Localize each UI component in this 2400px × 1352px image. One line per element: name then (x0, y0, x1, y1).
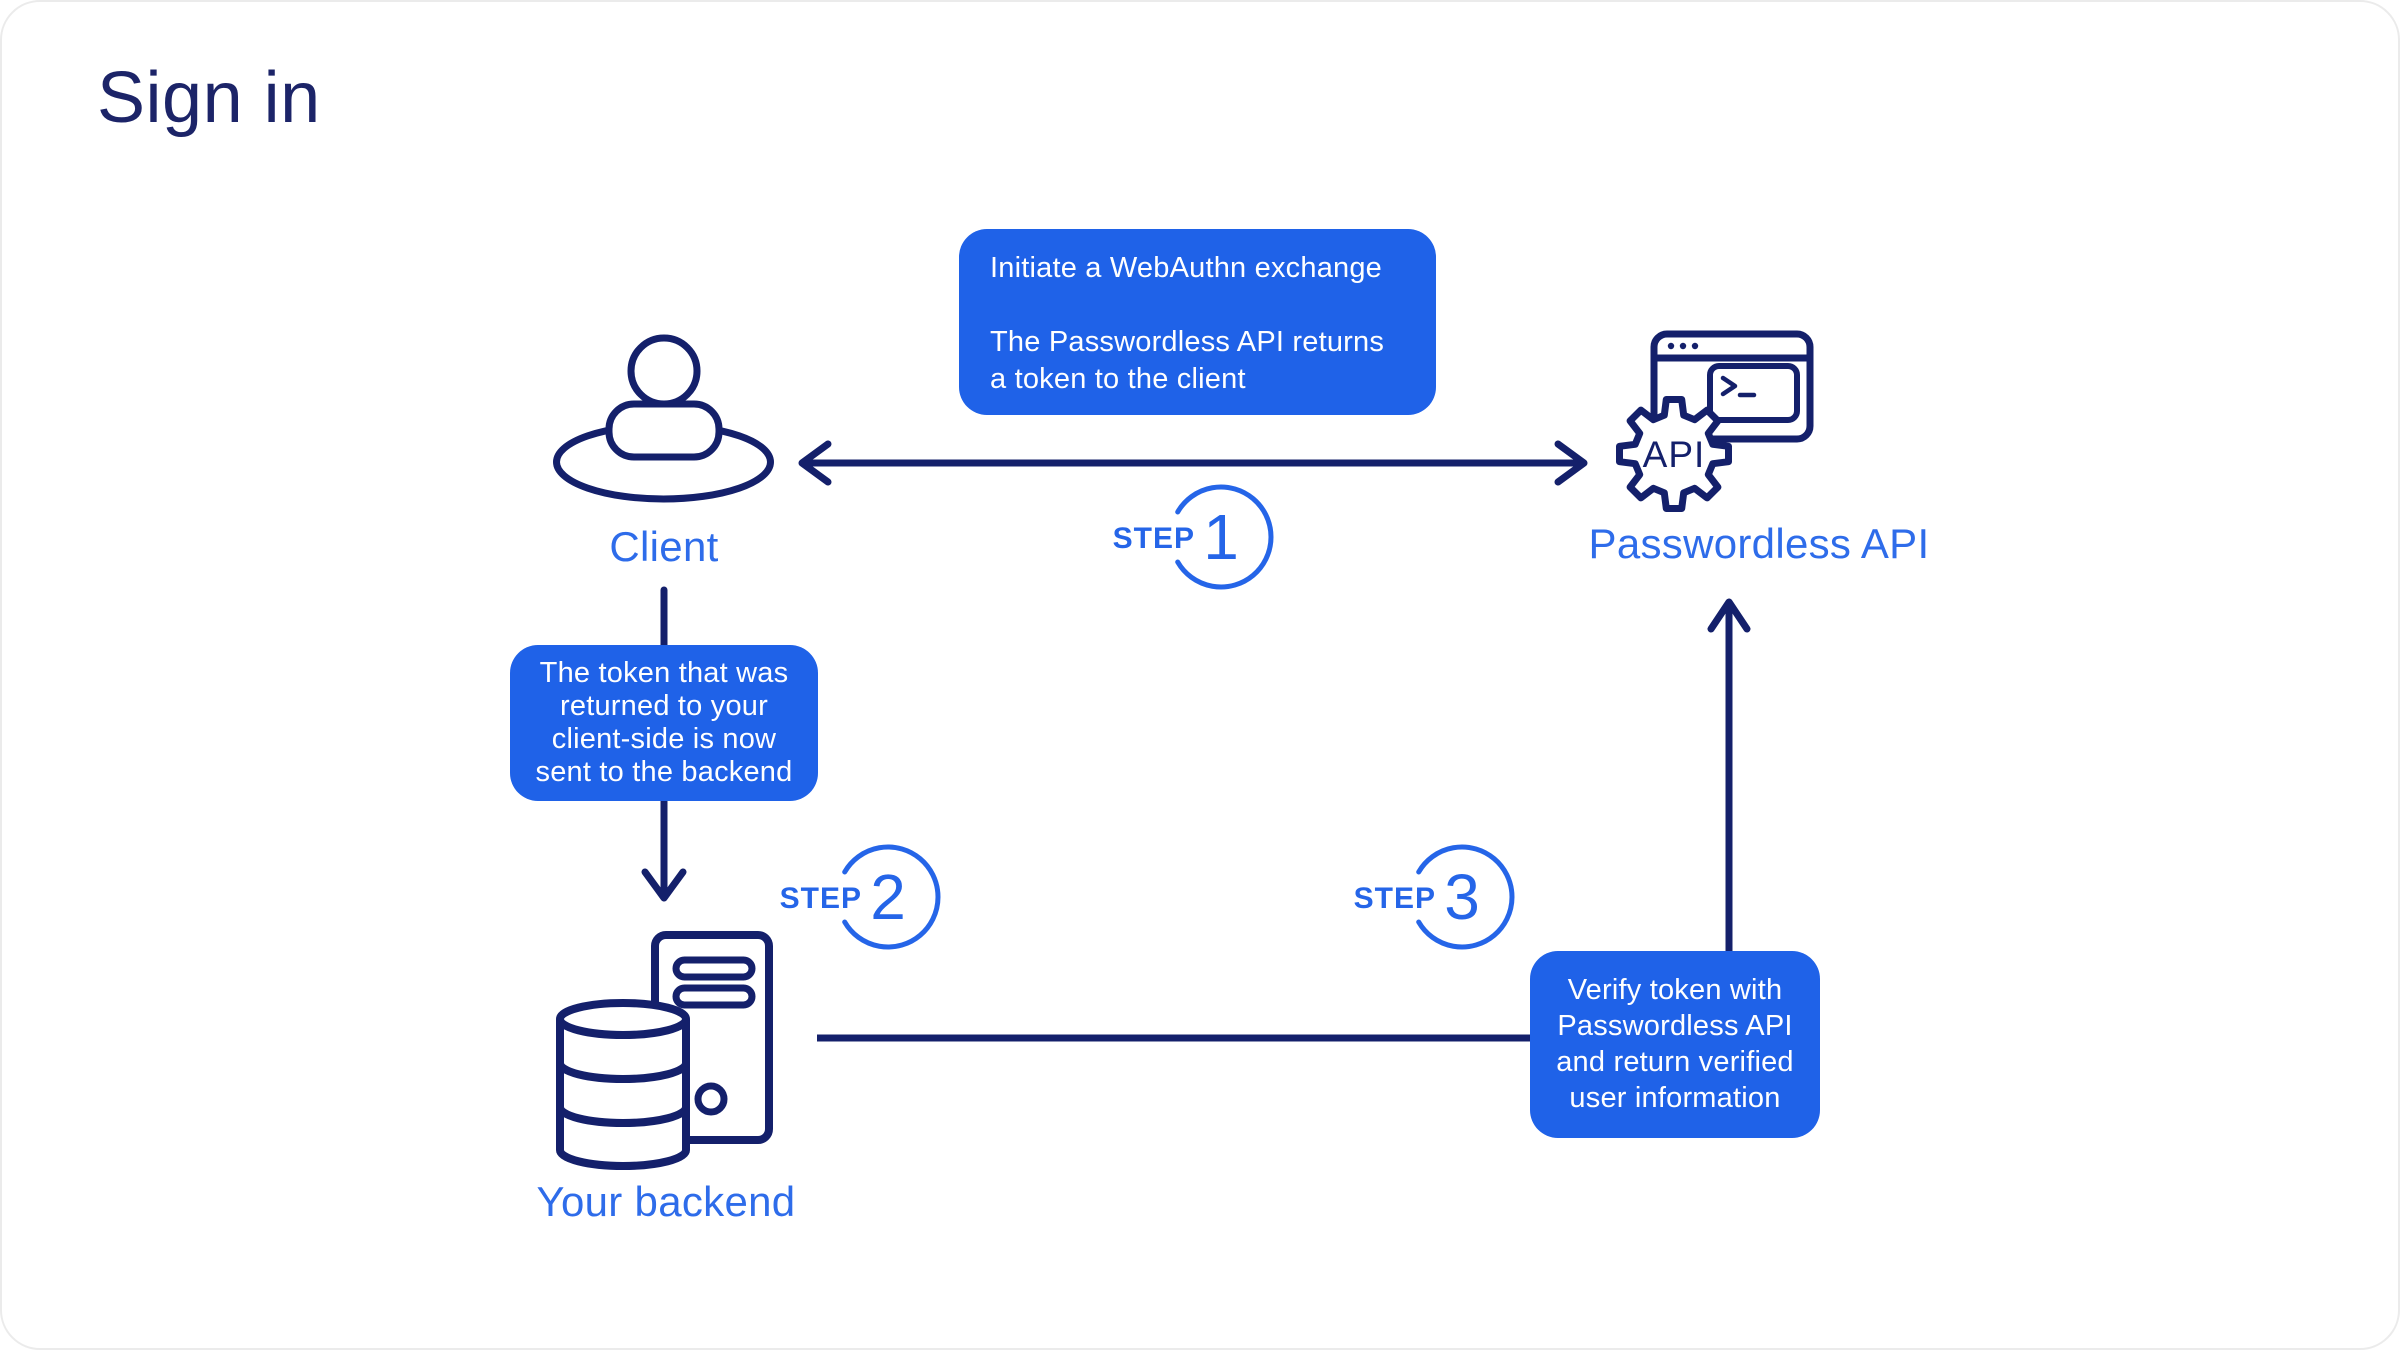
client-node-label: Client (609, 523, 719, 570)
step-1-badge: STEP 1 (1113, 484, 1274, 590)
callout-line: Passwordless API (1557, 1010, 1793, 1042)
api-browser-terminal-icon (1650, 330, 1814, 443)
callout-line: The token that was (539, 657, 789, 689)
callout-line: returned to your (560, 690, 768, 722)
step-3-badge: STEP 3 (1354, 844, 1515, 950)
person-icon (553, 334, 774, 503)
database-icon (556, 999, 690, 1170)
browser-dots-icon (1667, 342, 1699, 350)
passwordless-api-node-label: Passwordless API (1588, 520, 1930, 567)
api-gear-icon: API (1616, 396, 1732, 512)
page-title: Sign in (97, 58, 321, 138)
step-3-number: 3 (1444, 861, 1480, 933)
callout-line: sent to the backend (535, 756, 793, 788)
callout-paragraph: The Passwordless API returns a token to … (990, 326, 1385, 395)
callout-paragraph: Initiate a WebAuthn exchange (990, 252, 1383, 284)
step-1-number: 1 (1203, 501, 1239, 573)
gear-api-text: API (1643, 434, 1706, 475)
callout-line: and return verified (1556, 1046, 1794, 1078)
callout-line: client-side is now (551, 723, 777, 755)
step-2-badge: STEP 2 (780, 844, 941, 950)
step-1-prefix: STEP (1113, 522, 1195, 555)
step-2-callout: The token that was returned to your clie… (510, 645, 818, 801)
step-3-callout: Verify token with Passwordless API and r… (1530, 951, 1820, 1138)
step-2-number: 2 (870, 861, 906, 933)
step-1-callout: Initiate a WebAuthn exchange The Passwor… (959, 229, 1436, 415)
step-2-prefix: STEP (780, 882, 862, 915)
callout-line: user information (1569, 1082, 1781, 1114)
callout-line: Verify token with (1567, 974, 1783, 1006)
backend-node-label: Your backend (536, 1178, 796, 1225)
terminal-prompt-icon (1720, 375, 1757, 398)
step-3-prefix: STEP (1354, 882, 1436, 915)
arrow-step1-client-api (798, 440, 1588, 486)
